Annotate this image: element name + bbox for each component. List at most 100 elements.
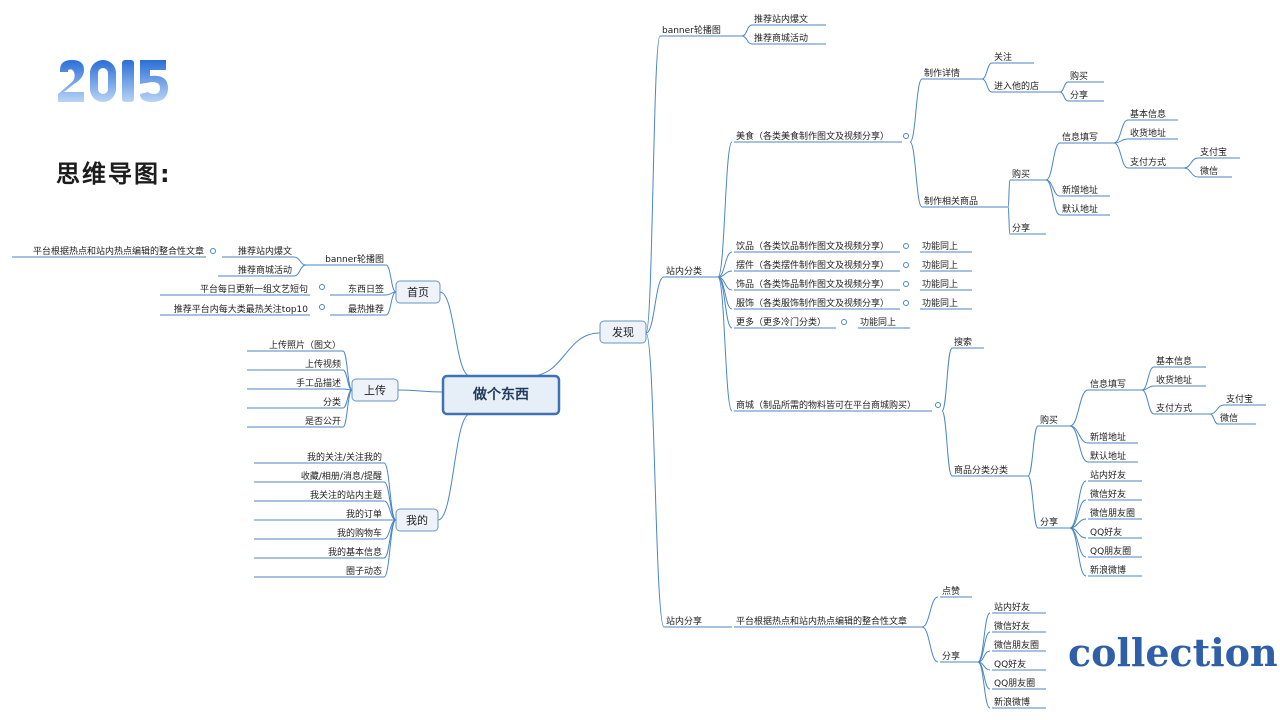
discover-banner-node[interactable]: banner轮播图 bbox=[662, 24, 721, 36]
food-shop-share[interactable]: 分享 bbox=[1070, 89, 1088, 101]
clothing-node-dot[interactable] bbox=[903, 300, 909, 306]
home-node-box[interactable] bbox=[395, 280, 441, 304]
food-goods-share[interactable]: 分享 bbox=[1012, 222, 1030, 234]
accessories-node-dot[interactable] bbox=[903, 281, 909, 287]
mall-wechat[interactable]: 微信 bbox=[1220, 412, 1238, 424]
drinks-node[interactable]: 饮品（各类饮品制作图文及视频分享） bbox=[736, 240, 889, 252]
discover-node-box[interactable] bbox=[599, 320, 647, 344]
clothing-node[interactable]: 服饰（各类服饰制作图文及视频分享） bbox=[736, 297, 889, 309]
discover-banner-mall-activity[interactable]: 推荐商城活动 bbox=[754, 32, 808, 44]
site-share-target[interactable]: 微信朋友圈 bbox=[994, 639, 1039, 651]
mall-share-target[interactable]: 站内好友 bbox=[1090, 469, 1126, 481]
food-follow[interactable]: 关注 bbox=[994, 51, 1012, 63]
home-banner-note[interactable]: 平台根据热点和站内热点编辑的整合性文章 bbox=[33, 245, 204, 257]
connector-article-like bbox=[921, 596, 939, 628]
mine-item[interactable]: 收藏/相册/消息/提醒 bbox=[301, 470, 382, 482]
home-hot-dot[interactable] bbox=[319, 304, 325, 310]
ornaments-node[interactable]: 摆件（各类摆件制作图文及视频分享） bbox=[736, 259, 889, 271]
home-banner-note-dot[interactable] bbox=[210, 248, 216, 254]
mall-buy[interactable]: 购买 bbox=[1040, 414, 1058, 426]
accessories-node[interactable]: 饰品（各类饰品制作图文及视频分享） bbox=[736, 278, 889, 290]
mall-node[interactable]: 商城（制品所需的物料皆可在平台商城购买） bbox=[736, 399, 916, 411]
site-share-like[interactable]: 点赞 bbox=[942, 585, 960, 597]
food-shop-buy[interactable]: 购买 bbox=[1070, 70, 1088, 82]
page-title: 思维导图: bbox=[56, 160, 172, 188]
food-address[interactable]: 收货地址 bbox=[1130, 127, 1166, 139]
food-alipay[interactable]: 支付宝 bbox=[1200, 146, 1227, 158]
upload-item[interactable]: 手工品描述 bbox=[296, 377, 341, 389]
connector-buy-info bbox=[1045, 142, 1061, 181]
site-share-target[interactable]: QQ好友 bbox=[994, 658, 1026, 670]
site-share-target[interactable]: QQ朋友圈 bbox=[994, 677, 1035, 689]
mine-item[interactable]: 我关注的站内主题 bbox=[310, 489, 382, 501]
home-banner-hot-articles[interactable]: 推荐站内爆文 bbox=[238, 245, 292, 257]
site-share-article[interactable]: 平台根据热点和站内热点编辑的整合性文章 bbox=[736, 615, 907, 627]
mall-share-target[interactable]: 微信朋友圈 bbox=[1090, 507, 1135, 519]
site-share-target[interactable]: 微信好友 bbox=[994, 620, 1030, 632]
mine-item[interactable]: 圈子动态 bbox=[346, 565, 382, 577]
home-daily-dot[interactable] bbox=[319, 284, 325, 290]
mall-share[interactable]: 分享 bbox=[1040, 516, 1058, 528]
home-daily-note[interactable]: 平台每日更新一组文艺短句 bbox=[200, 283, 308, 295]
mall-share-target[interactable]: QQ朋友圈 bbox=[1090, 545, 1131, 557]
more-same-function[interactable]: 功能同上 bbox=[860, 316, 896, 328]
mine-item[interactable]: 我的购物车 bbox=[337, 527, 382, 539]
mall-share-target[interactable]: QQ好友 bbox=[1090, 526, 1122, 538]
food-pay-method[interactable]: 支付方式 bbox=[1130, 156, 1166, 168]
food-new-address[interactable]: 新增地址 bbox=[1062, 184, 1098, 196]
mall-pay-method[interactable]: 支付方式 bbox=[1156, 402, 1192, 414]
food-goods-buy[interactable]: 购买 bbox=[1012, 168, 1030, 180]
site-share-node[interactable]: 站内分享 bbox=[666, 615, 702, 627]
mine-item[interactable]: 我的订单 bbox=[346, 508, 382, 520]
home-daily-node[interactable]: 东西日签 bbox=[348, 283, 384, 295]
more-dot[interactable] bbox=[841, 319, 847, 325]
mall-goods-category[interactable]: 商品分类分类 bbox=[954, 464, 1008, 476]
accessories-node-same-function[interactable]: 功能同上 bbox=[922, 278, 958, 290]
clothing-node-same-function[interactable]: 功能同上 bbox=[922, 297, 958, 309]
site-share-target[interactable]: 站内好友 bbox=[994, 601, 1030, 613]
drinks-node-dot[interactable] bbox=[903, 243, 909, 249]
more-node[interactable]: 更多（更多冷门分类） bbox=[736, 316, 826, 328]
upload-item[interactable]: 上传视频 bbox=[305, 358, 341, 370]
connector-detail-shop bbox=[981, 78, 993, 93]
connector-mall-share-target bbox=[1069, 499, 1087, 529]
ornaments-node-dot[interactable] bbox=[903, 262, 909, 268]
home-banner-mall-activity[interactable]: 推荐商城活动 bbox=[238, 264, 292, 276]
upload-item[interactable]: 上传照片（图文） bbox=[269, 339, 341, 351]
mall-search[interactable]: 搜索 bbox=[954, 336, 972, 348]
food-default-address[interactable]: 默认地址 bbox=[1062, 203, 1098, 215]
food-wechat[interactable]: 微信 bbox=[1200, 165, 1218, 177]
upload-item[interactable]: 分类 bbox=[323, 396, 341, 408]
upload-item[interactable]: 是否公开 bbox=[305, 416, 341, 427]
home-hot-node[interactable]: 最热推荐 bbox=[348, 303, 384, 315]
food-node[interactable]: 美食（各类美食制作图文及视频分享） bbox=[736, 130, 889, 142]
food-visit-shop[interactable]: 进入他的店 bbox=[994, 80, 1039, 92]
site-share-target[interactable]: 新浪微博 bbox=[994, 696, 1030, 708]
mall-alipay[interactable]: 支付宝 bbox=[1226, 393, 1253, 405]
food-related-goods[interactable]: 制作相关商品 bbox=[924, 195, 978, 207]
root-node-box[interactable] bbox=[441, 374, 561, 416]
mall-share-target[interactable]: 新浪微博 bbox=[1090, 564, 1126, 576]
home-hot-note[interactable]: 推荐平台内每大类最热关注top10 bbox=[174, 303, 308, 315]
mall-share-target[interactable]: 微信好友 bbox=[1090, 488, 1126, 500]
mall-address[interactable]: 收货地址 bbox=[1156, 374, 1192, 386]
discover-category-node[interactable]: 站内分类 bbox=[666, 265, 702, 277]
home-banner-node[interactable]: banner轮播图 bbox=[325, 253, 384, 265]
mine-item[interactable]: 我的基本信息 bbox=[328, 546, 382, 558]
mall-default-address[interactable]: 默认地址 bbox=[1090, 450, 1126, 462]
mine-node-box[interactable] bbox=[395, 508, 439, 532]
mall-info-fill[interactable]: 信息填写 bbox=[1090, 378, 1126, 390]
upload-node-box[interactable] bbox=[351, 378, 399, 402]
food-dot[interactable] bbox=[903, 133, 909, 139]
food-info-fill[interactable]: 信息填写 bbox=[1062, 131, 1098, 143]
mall-new-address[interactable]: 新增地址 bbox=[1090, 431, 1126, 443]
ornaments-node-same-function[interactable]: 功能同上 bbox=[922, 259, 958, 271]
mall-basic-info[interactable]: 基本信息 bbox=[1156, 355, 1192, 367]
discover-banner-hot-articles[interactable]: 推荐站内爆文 bbox=[754, 13, 808, 25]
food-making-detail[interactable]: 制作详情 bbox=[924, 67, 960, 79]
food-basic-info[interactable]: 基本信息 bbox=[1130, 108, 1166, 120]
mall-dot[interactable] bbox=[935, 402, 941, 408]
site-share-share[interactable]: 分享 bbox=[942, 650, 960, 662]
drinks-node-same-function[interactable]: 功能同上 bbox=[922, 240, 958, 252]
mine-item[interactable]: 我的关注/关注我的 bbox=[307, 451, 382, 463]
